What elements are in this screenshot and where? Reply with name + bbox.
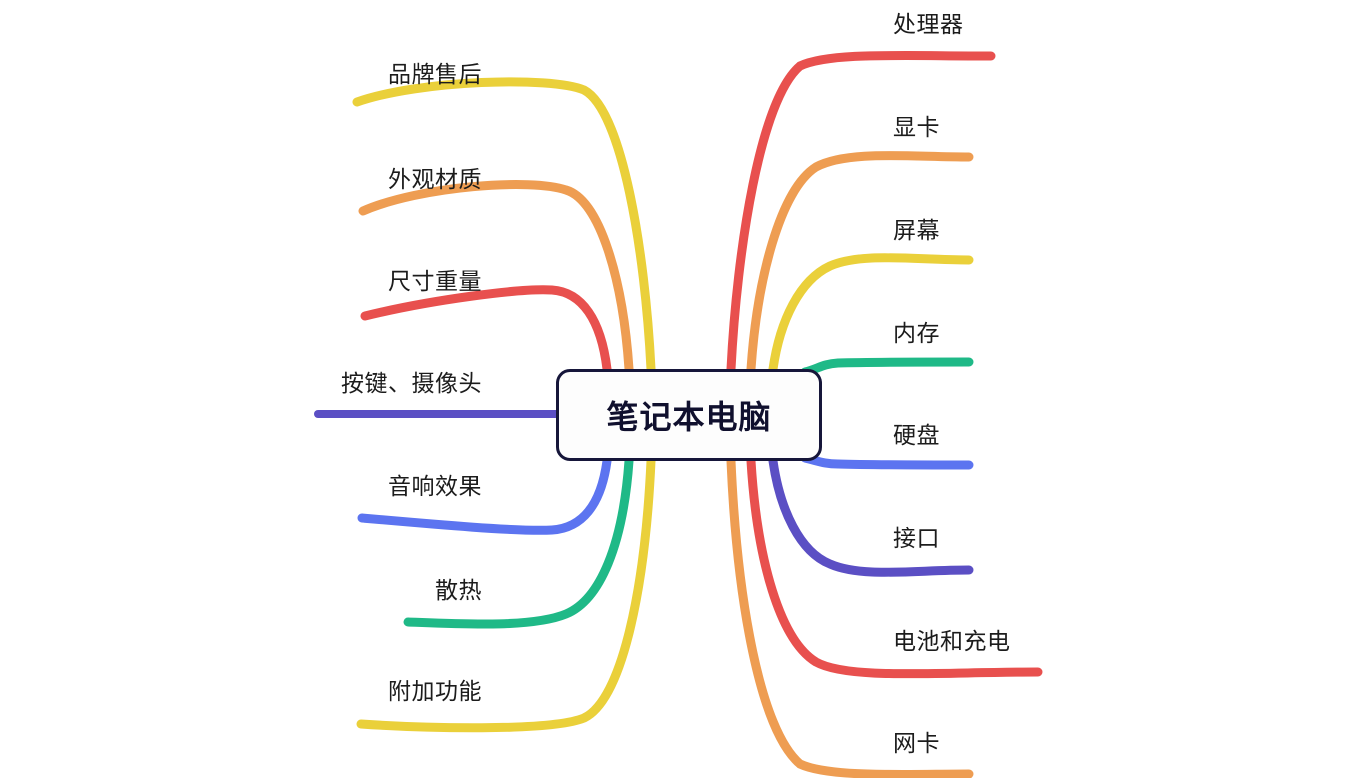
branch-line-fujiagongneng [356, 456, 656, 733]
branch-line-waiguancaizhi [358, 180, 634, 374]
branch-line-chicunzhongliang [360, 285, 612, 374]
branch-label-sanre[interactable]: 散热 [435, 577, 482, 603]
branch-line-wangka [726, 456, 974, 778]
branch-line-pinpaishouhou [352, 77, 656, 374]
branch-label-yingpan[interactable]: 硬盘 [893, 422, 940, 448]
branch-label-fujiagongneng[interactable]: 附加功能 [388, 678, 482, 704]
branch-label-dianchihechongdian[interactable]: 电池和充电 [893, 628, 1011, 654]
branch-label-pingmu[interactable]: 屏幕 [893, 217, 940, 243]
branch-line-chuliqi [726, 50, 996, 374]
branch-line-pingmu [768, 253, 974, 374]
central-node-label: 笔记本电脑 [606, 399, 772, 435]
branch-label-neicun[interactable]: 内存 [893, 320, 940, 346]
branch-line-yinxiangxiaoguo [357, 456, 612, 535]
branch-label-chicunzhongliang[interactable]: 尺寸重量 [388, 268, 482, 294]
branch-label-anjianshexiangtou[interactable]: 按键、摄像头 [341, 370, 482, 396]
branch-label-chuliqi[interactable]: 处理器 [893, 11, 964, 37]
branch-line-neicun [800, 357, 974, 377]
branch-line-dianchihechongdian [746, 456, 1043, 679]
branch-label-waiguancaizhi[interactable]: 外观材质 [388, 166, 482, 192]
central-node[interactable]: 笔记本电脑 [556, 369, 822, 461]
branch-label-pinpaishouhou[interactable]: 品牌售后 [388, 61, 482, 87]
branch-line-jiekou [768, 456, 974, 577]
branch-label-jiekou[interactable]: 接口 [893, 525, 940, 551]
branch-label-yinxiangxiaoguo[interactable]: 音响效果 [388, 473, 482, 499]
branch-line-sanre [403, 456, 634, 629]
branch-line-xianka [746, 151, 974, 374]
branch-label-xianka[interactable]: 显卡 [893, 114, 940, 140]
branch-line-yingpan [800, 453, 974, 470]
branch-label-wangka[interactable]: 网卡 [893, 730, 940, 756]
